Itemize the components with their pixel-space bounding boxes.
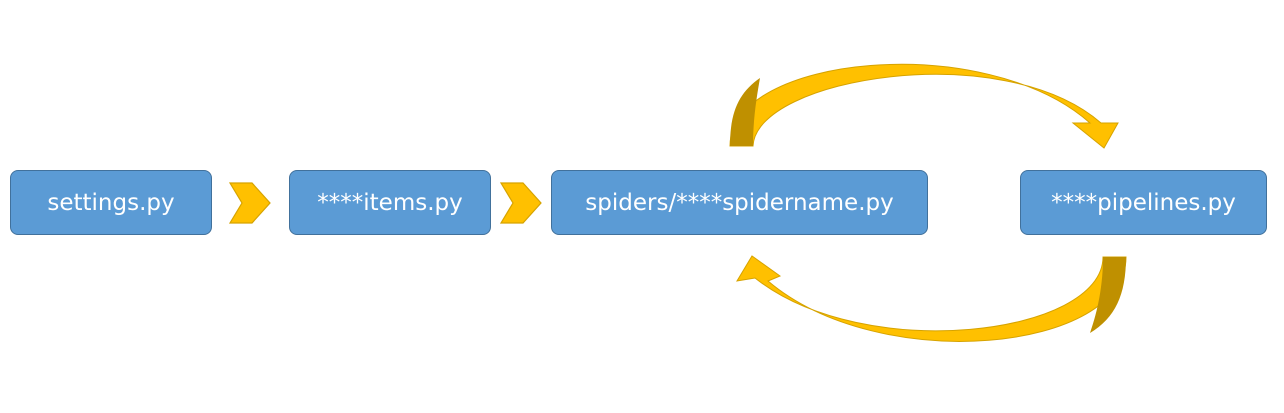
settings-node: settings.py [10,170,212,235]
curved-arrow-pipelines-to-spider [736,255,1127,342]
items-node: ****items.py [289,170,491,235]
spider-node: spiders/****spidername.py [551,170,928,235]
spider-label: spiders/****spidername.py [585,189,894,216]
items-label: ****items.py [317,189,463,216]
chevron-arrow-settings-to-items [228,182,271,224]
chevron-arrow-items-to-spider [499,182,542,224]
pipelines-label: ****pipelines.py [1051,189,1236,216]
curved-arrow-spider-to-pipelines [729,63,1119,149]
settings-label: settings.py [47,189,175,216]
pipelines-node: ****pipelines.py [1020,170,1267,235]
